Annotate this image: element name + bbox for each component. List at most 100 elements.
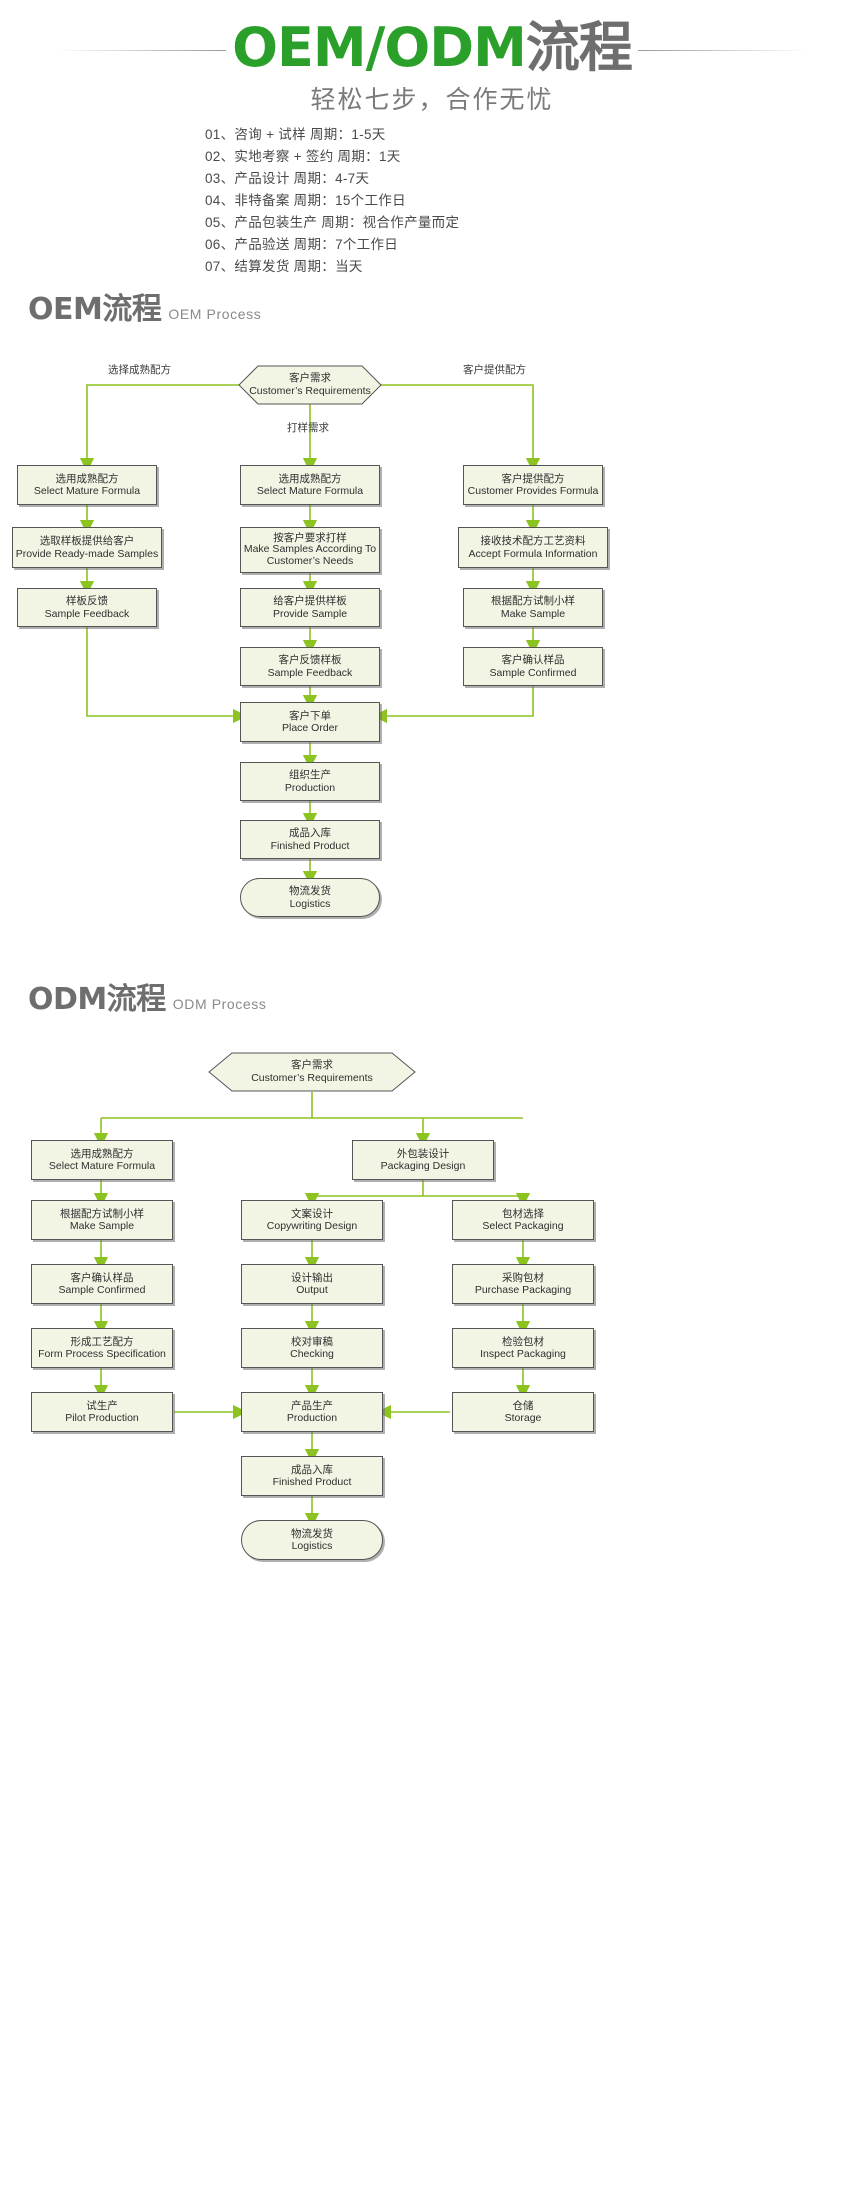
main-title-row: OEM/ODM流程	[0, 12, 864, 84]
node-en: Finished Product	[270, 839, 350, 852]
node-cn: 试生产	[86, 1399, 118, 1412]
page-subtitle: 轻松七步，合作无忧	[310, 85, 554, 114]
node-cn: 客户提供配方	[501, 472, 565, 485]
node-en: Sample Feedback	[267, 666, 353, 679]
oem-start-en: Customer’s Requirements	[249, 385, 371, 397]
node-cn: 接收技术配方工艺资料	[480, 535, 586, 548]
oem-center-node-4: 客户反馈样板 Sample Feedback	[240, 647, 380, 686]
oem-left-node-2: 选取样板提供给客户 Provide Ready-made Samples	[12, 527, 162, 568]
oem-center-node-3: 给客户提供样板 Provide Sample	[240, 588, 380, 627]
node-en: Packaging Design	[380, 1160, 466, 1172]
node-en: Make Sample	[69, 1220, 135, 1232]
node-en: Select Mature Formula	[256, 485, 364, 497]
node-cn: 设计输出	[291, 1271, 333, 1284]
node-cn: 形成工艺配方	[70, 1335, 134, 1348]
node-en: Purchase Packaging	[474, 1284, 572, 1296]
node-en: Select Mature Formula	[33, 485, 141, 497]
odm-section-title-cn: ODM流程	[28, 982, 166, 1017]
node-cn: 客户反馈样板	[278, 654, 342, 667]
oem-edge-label-left: 选择成熟配方	[108, 364, 171, 376]
node-en: Pilot Production	[65, 1412, 139, 1424]
oem-start-node: 客户需求 Customer’s Requirements	[238, 365, 382, 405]
node-cn: 采购包材	[502, 1271, 544, 1284]
node-en: Select Packaging	[482, 1220, 564, 1232]
node-cn: 物流发货	[289, 885, 331, 898]
step-item: 06、产品验送 周期：7个工作日	[205, 237, 399, 252]
node-cn: 包材选择	[502, 1207, 544, 1220]
node-en: Sample Confirmed	[58, 1284, 146, 1296]
odm-left-node-5: 试生产 Pilot Production	[31, 1392, 173, 1432]
oem-left-node-1: 选用成熟配方 Select Mature Formula	[17, 465, 157, 505]
oem-right-node-3: 根据配方试制小样 Make Sample	[463, 588, 603, 627]
node-cn: 文案设计	[291, 1207, 333, 1220]
node-cn: 组织生产	[289, 769, 331, 782]
oem-edge-label-center: 打样需求	[287, 422, 329, 434]
odm-section-title-en: ODM Process	[172, 996, 267, 1012]
node-en: Logistics	[289, 897, 331, 910]
oem-flowchart: 选择成熟配方 打样需求 客户提供配方 客户需求 Customer’s Requi…	[0, 350, 864, 930]
odm-left-node-2: 根据配方试制小样 Make Sample	[31, 1200, 173, 1240]
step-item: 04、非特备案 周期：15个工作日	[205, 193, 406, 208]
oem-right-node-2: 接收技术配方工艺资料 Accept Formula Information	[458, 527, 608, 568]
odm-start-node: 客户需求 Customer’s Requirements	[208, 1052, 416, 1092]
oem-section-title: OEM流程 OEM Process	[28, 295, 261, 325]
page-title-green: OEM/ODM	[232, 16, 527, 79]
oem-tail-node-production: 组织生产 Production	[240, 762, 380, 801]
node-en: Inspect Packaging	[480, 1348, 566, 1360]
node-en: Checking	[290, 1348, 334, 1360]
node-en: Copywriting Design	[266, 1220, 358, 1232]
oem-section-title-en: OEM Process	[168, 306, 262, 322]
oem-connectors	[79, 384, 541, 886]
node-cn: 检验包材	[502, 1335, 544, 1348]
oem-tail-node-place-order: 客户下单 Place Order	[240, 702, 380, 742]
odm-right-node-1: 包材选择 Select Packaging	[452, 1200, 594, 1240]
oem-right-node-1: 客户提供配方 Customer Provides Formula	[463, 465, 603, 505]
page-header: OEM/ODM流程 轻松七步，合作无忧 01、咨询 + 试样 周期：1-5天 0…	[0, 0, 864, 274]
node-en: Output	[296, 1284, 328, 1296]
odm-left-node-4: 形成工艺配方 Form Process Specification	[31, 1328, 173, 1368]
title-rule-right	[637, 49, 808, 51]
node-en: Place Order	[281, 722, 339, 734]
odm-left-node-3: 客户确认样品 Sample Confirmed	[31, 1264, 173, 1304]
node-cn: 选用成熟配方	[278, 472, 342, 485]
node-en: Sample Confirmed	[489, 666, 577, 679]
oem-center-node-2: 按客户要求打样 Make Samples According To Custom…	[240, 527, 380, 573]
node-cn: 成品入库	[291, 1463, 333, 1476]
node-en: Provide Ready-made Samples	[15, 547, 159, 560]
node-cn: 物流发货	[291, 1527, 333, 1540]
node-en: Storage	[504, 1412, 542, 1424]
odm-end-node-logistics: 物流发货 Logistics	[241, 1520, 383, 1560]
node-en: Make Sample	[500, 607, 566, 620]
odm-start-cn: 客户需求	[291, 1059, 333, 1072]
step-item: 07、结算发货 周期：当天	[205, 259, 363, 274]
step-item: 05、产品包装生产 周期：视合作产量而定	[205, 215, 460, 230]
oem-left-node-3: 样板反馈 Sample Feedback	[17, 588, 157, 627]
page-title: OEM/ODM流程	[226, 21, 638, 75]
node-cn: 外包装设计	[396, 1147, 450, 1160]
node-cn: 客户下单	[289, 709, 331, 722]
node-en: Production	[286, 1412, 338, 1424]
odm-center-node-2: 设计输出 Output	[241, 1264, 383, 1304]
odm-tail-node-finished-product: 成品入库 Finished Product	[241, 1456, 383, 1496]
node-en: Production	[284, 781, 336, 794]
node-cn: 选取样板提供给客户	[39, 535, 135, 548]
odm-center-node-1: 文案设计 Copywriting Design	[241, 1200, 383, 1240]
node-en: Make Samples According To Customer’s Nee…	[243, 543, 377, 568]
odm-right-node-4: 仓储 Storage	[452, 1392, 594, 1432]
oem-center-node-1: 选用成熟配方 Select Mature Formula	[240, 465, 380, 505]
node-cn: 按客户要求打样	[273, 532, 347, 545]
step-item: 03、产品设计 周期：4-7天	[205, 171, 370, 186]
node-cn: 产品生产	[291, 1399, 333, 1412]
node-en: Accept Formula Information	[468, 547, 598, 560]
oem-tail-node-finished-product: 成品入库 Finished Product	[240, 820, 380, 859]
odm-right-node-2: 采购包材 Purchase Packaging	[452, 1264, 594, 1304]
node-cn: 客户确认样品	[501, 654, 565, 667]
odm-left-node-1: 选用成熟配方 Select Mature Formula	[31, 1140, 173, 1180]
odm-section-title: ODM流程 ODM Process	[28, 985, 267, 1015]
node-cn: 样板反馈	[66, 595, 108, 608]
oem-end-node-logistics: 物流发货 Logistics	[240, 878, 380, 917]
node-cn: 仓储	[512, 1399, 534, 1412]
node-cn: 选用成熟配方	[55, 472, 119, 485]
odm-packaging-design-node: 外包装设计 Packaging Design	[352, 1140, 494, 1180]
odm-right-node-3: 检验包材 Inspect Packaging	[452, 1328, 594, 1368]
